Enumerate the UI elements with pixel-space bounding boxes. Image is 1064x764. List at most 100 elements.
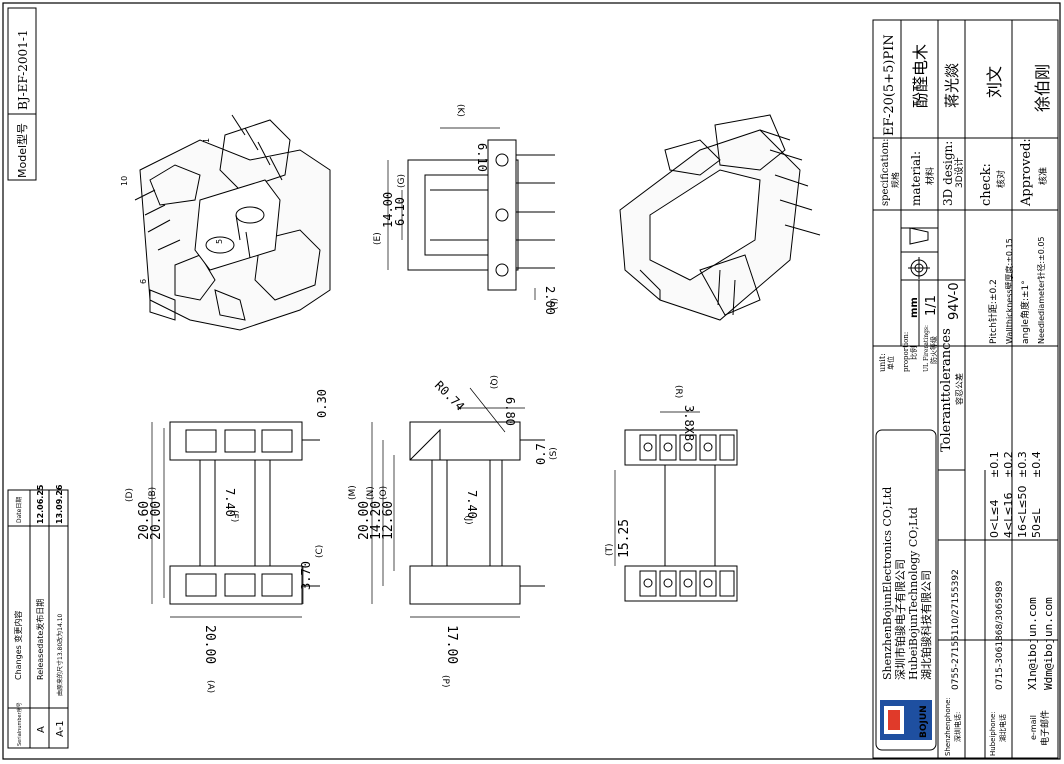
spec-label: specification:: [880, 138, 891, 206]
dim-b-value: 20.00: [149, 501, 164, 540]
model-value: BJ-EF-2001-1: [16, 29, 30, 110]
model-box: Model型号 BJ-EF-2001-1: [7, 7, 37, 181]
dim-k-value: 6.10: [475, 143, 489, 172]
dim-c-value: 3.70: [299, 561, 313, 590]
tol-needle: Needlediameter针径:±0.05: [1036, 236, 1046, 344]
dim-j-label: (J): [463, 515, 473, 525]
spec-cn: 规格: [890, 172, 900, 188]
approved-label: Approved:: [1019, 138, 1034, 207]
material-cn: 材料: [924, 167, 936, 185]
dim-g-label: (G): [397, 174, 407, 188]
dim-j-value: 7.40: [465, 490, 479, 519]
tol-val-2: ±0.2: [1002, 451, 1015, 478]
tol-angle: angle角度:±1°: [1019, 280, 1031, 344]
dim-e-value: 14.00: [381, 192, 395, 228]
proportion-value: 1/1: [924, 295, 939, 316]
company-line-3: HubeiBojunTechnology CO;Ltd: [907, 507, 920, 680]
change-row-a-date: 12.06.25: [36, 484, 45, 524]
pin-label-1: 1: [202, 138, 211, 143]
dim-s-value: 0.7: [534, 443, 548, 465]
side-view-top: [387, 127, 555, 300]
dim-e-label: (E): [373, 232, 383, 245]
dim-p-value: 17.00: [444, 625, 459, 664]
tol-cn: 容忍公差: [954, 373, 964, 405]
company-line-1: ShenzhenBojunElectronics CO;Ltd: [881, 487, 894, 680]
tol-pitch: Pitch针距:±0.2: [987, 279, 999, 344]
hb-phone-value: 0715-3061868/3065989: [995, 580, 1005, 690]
dim-t-label: (T): [605, 543, 615, 556]
change-log-table: Serialnumber序号 Changes 变更内容 Date日期 A Rel…: [7, 484, 69, 749]
bottom-view: [614, 411, 738, 602]
dim-t-value: 15.25: [617, 519, 632, 558]
tol-range-1: 0<L≤4: [988, 499, 1001, 538]
dim-b-label: (B): [148, 487, 158, 500]
hb-phone-label: Hubeiphone:: [989, 711, 997, 756]
dim-s-label: (S): [549, 447, 559, 460]
dim-c-label: (C): [315, 545, 325, 558]
email-cn: 电子邮件: [1039, 710, 1051, 746]
dim-a-value: 20.00: [202, 625, 217, 664]
spec-value: EF-20(5+5)PIN: [882, 34, 897, 136]
dim-l-value: 2.00: [543, 286, 557, 315]
design-value: 蒋光燚: [943, 63, 961, 108]
tol-val-1: ±0.1: [988, 451, 1001, 478]
change-row-a1-date: 13.09.26: [55, 484, 64, 524]
design-cn: 3D设计: [953, 157, 965, 188]
approved-value: 徐伯刚: [1033, 64, 1052, 112]
model-label: Model型号: [15, 123, 29, 178]
change-row-a-text: Releasedate发布日期: [35, 599, 45, 680]
unit-value: mm: [909, 297, 920, 318]
email-label: e-mail: [1029, 715, 1038, 740]
material-value: 酚醛电木: [911, 44, 930, 108]
fire-cn: 防火等级: [929, 336, 938, 364]
dim-n-value: 14.20: [369, 501, 384, 540]
dim-m-label: (M): [348, 485, 358, 500]
dim-l-label: (L): [548, 298, 558, 310]
unit-label: unit:: [878, 353, 887, 372]
pin-label-6: 6: [139, 279, 148, 284]
pin-label-10: 10: [120, 176, 129, 186]
material-label: material:: [909, 151, 923, 206]
title-block: [872, 19, 1059, 759]
dim-k-label: (K): [455, 104, 465, 117]
side-view-bottom: [371, 387, 545, 618]
tol-range-2: 4<L≤16: [1002, 492, 1015, 538]
check-cn: 核对: [995, 170, 1007, 188]
tol-val-4: ±0.4: [1030, 451, 1043, 478]
dim-030-value: 0.30: [315, 389, 329, 418]
fire-label: UL Fireratings:: [923, 325, 930, 372]
check-value: 刘文: [985, 66, 1004, 98]
sz-phone-cn: 深圳电话:: [953, 712, 962, 742]
email-2: Wdm@ibojun.com: [1042, 597, 1055, 690]
approved-cn: 核准: [1037, 167, 1049, 185]
dim-p-label: (P): [440, 675, 450, 687]
logo-text: BOJUN: [919, 705, 929, 738]
change-header-serial: Serialnumber序号: [16, 702, 23, 746]
tol-range-3: 16<L≤50: [1016, 485, 1029, 538]
dim-q-value: 6.80: [503, 397, 517, 426]
iso-view-left: [134, 114, 331, 331]
dim-d-label: (D): [125, 488, 135, 502]
change-header-changes: Changes 变更内容: [13, 611, 23, 680]
dim-a-label: (A): [205, 680, 215, 693]
iso-view-right: [619, 114, 821, 321]
check-label: check:: [979, 163, 994, 206]
front-view: [151, 421, 320, 618]
company-line-4: 湖北铂骏科技有限公司: [919, 570, 933, 680]
proportion-cn: 比例: [909, 346, 918, 360]
dim-g-value: 6.10: [393, 197, 407, 226]
company-logo: BOJUN: [880, 700, 932, 740]
dim-n-label: (N): [366, 486, 376, 500]
tol-val-3: ±0.3: [1016, 451, 1029, 478]
dim-o-label: (O): [379, 486, 389, 500]
company-line-2: 深圳市铂骏电子有限公司: [893, 559, 907, 680]
design-label: 3D design:: [941, 141, 955, 206]
dim-o-value: 12.60: [381, 501, 396, 540]
dim-r-label: (R): [673, 385, 683, 398]
pin-label-5: 5: [215, 239, 224, 244]
fire-value: 94V-0: [947, 282, 962, 320]
projection-symbol: [908, 227, 930, 279]
dim-f-label: (F): [229, 510, 239, 522]
